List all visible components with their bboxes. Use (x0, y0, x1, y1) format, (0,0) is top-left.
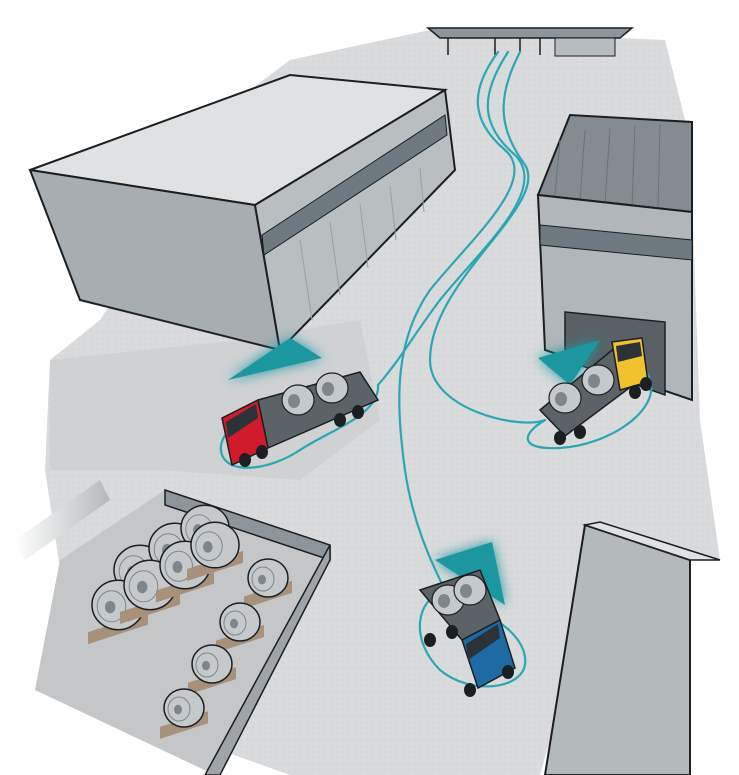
yellow-truck (538, 337, 652, 445)
storage-floor (35, 490, 330, 775)
wheel (502, 665, 514, 679)
blue-truck-cab (461, 618, 516, 690)
route-canopy-to-blue-truck (398, 50, 516, 592)
steel-coil (160, 688, 208, 739)
arrow-left-warehouse-icon (228, 338, 322, 380)
steel-coil (216, 602, 264, 653)
wheel (256, 445, 268, 459)
cargo-coil-core (555, 392, 567, 406)
cargo-coil-core (438, 594, 450, 608)
wheel (629, 385, 641, 399)
building-lower-right (543, 521, 721, 775)
wheel (640, 377, 652, 391)
warehouse-left (28, 73, 457, 353)
road-entry (15, 480, 110, 560)
red-truck (221, 371, 380, 467)
wheel (334, 413, 346, 427)
cargo-coil-core (588, 374, 600, 388)
route-canopy-to-yellow-truck (428, 50, 547, 424)
wheel (239, 453, 251, 467)
cargo-coil-core (460, 584, 472, 598)
yellow-truck-windshield (616, 342, 642, 362)
blue-truck (418, 569, 516, 697)
arrow-yellow-truck-icon (538, 340, 600, 385)
steel-coil (187, 521, 243, 582)
warehouse-left-window-band (261, 114, 448, 256)
trucks (221, 337, 652, 697)
warehouse-right-window-band (539, 224, 693, 261)
storage-wall-low (204, 544, 331, 775)
blue-truck-windshield (466, 624, 500, 660)
wheel (554, 431, 566, 445)
wheel (446, 625, 458, 639)
route-loop-blue-truck (418, 588, 527, 688)
wheel (352, 405, 364, 419)
red-truck-windshield (226, 404, 258, 438)
route-lines (219, 50, 653, 688)
warehouse-left-cladding (299, 167, 425, 321)
cargo-coil-core (288, 394, 300, 408)
warehouse-right-roof-ribs (554, 123, 661, 210)
steel-coil (188, 644, 236, 695)
wheel (424, 633, 436, 647)
steel-coil (244, 558, 292, 609)
canopy-building (425, 27, 635, 57)
wheel (464, 683, 476, 697)
cargo-coil-core (322, 382, 334, 396)
coil-storage-area (35, 488, 331, 775)
wheel (574, 425, 586, 439)
